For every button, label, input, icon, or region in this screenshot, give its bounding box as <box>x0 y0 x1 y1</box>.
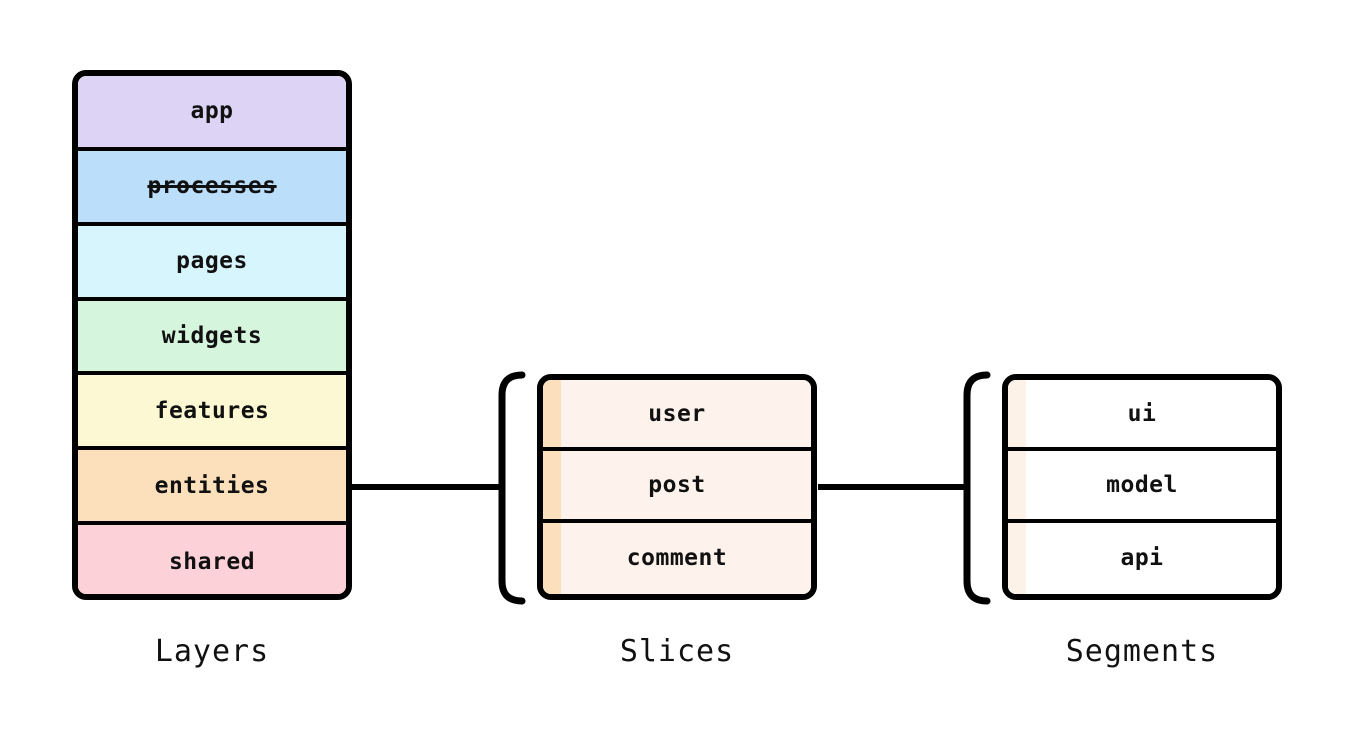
segments-row-api[interactable]: api <box>1008 522 1276 594</box>
layer-label: entities <box>154 472 270 499</box>
segments-row-model[interactable]: model <box>1008 451 1276 523</box>
slices-label: post <box>648 471 706 498</box>
segments-label: ui <box>1127 400 1157 427</box>
slices-bracket-icon <box>492 370 526 606</box>
segments-row-accent-stripe <box>1008 522 1026 594</box>
segments-row-accent-stripe <box>1008 380 1026 448</box>
slices-row-accent-stripe <box>543 451 561 519</box>
layer-label: processes <box>147 173 277 200</box>
layer-label: widgets <box>161 322 263 349</box>
segments-row-accent-stripe <box>1008 451 1026 519</box>
layer-row-processes[interactable]: processes <box>78 150 346 226</box>
slices-panel: user post comment <box>537 374 817 600</box>
slices-label: user <box>648 400 706 427</box>
layer-row-entities[interactable]: entities <box>78 450 346 526</box>
slices-row-user[interactable]: user <box>543 380 811 452</box>
layer-label: pages <box>176 248 248 275</box>
connector-slices-to-segments <box>818 484 970 490</box>
slices-row-post[interactable]: post <box>543 451 811 523</box>
layers-stack: app processes pages widgets features entities… <box>72 70 352 600</box>
slices-caption: Slices <box>619 634 735 669</box>
layer-label: app <box>190 98 234 125</box>
connector-layers-to-slices <box>352 484 504 490</box>
layer-label: features <box>154 397 270 424</box>
layer-row-app[interactable]: app <box>78 76 346 151</box>
segments-panel: ui model api <box>1002 374 1282 600</box>
slices-row-comment[interactable]: comment <box>543 522 811 594</box>
layer-row-pages[interactable]: pages <box>78 225 346 301</box>
segments-bracket-icon <box>957 370 991 606</box>
slices-row-accent-stripe <box>543 522 561 594</box>
layer-row-shared[interactable]: shared <box>78 525 346 594</box>
segments-label: api <box>1120 545 1164 572</box>
segments-caption: Segments <box>1065 634 1219 669</box>
segments-row-ui[interactable]: ui <box>1008 380 1276 452</box>
layer-row-widgets[interactable]: widgets <box>78 300 346 376</box>
layer-row-features[interactable]: features <box>78 375 346 451</box>
slices-label: comment <box>626 545 728 572</box>
layer-label: shared <box>168 549 256 576</box>
segments-label: model <box>1106 471 1178 498</box>
slices-row-accent-stripe <box>543 380 561 448</box>
layers-caption: Layers <box>154 634 270 669</box>
